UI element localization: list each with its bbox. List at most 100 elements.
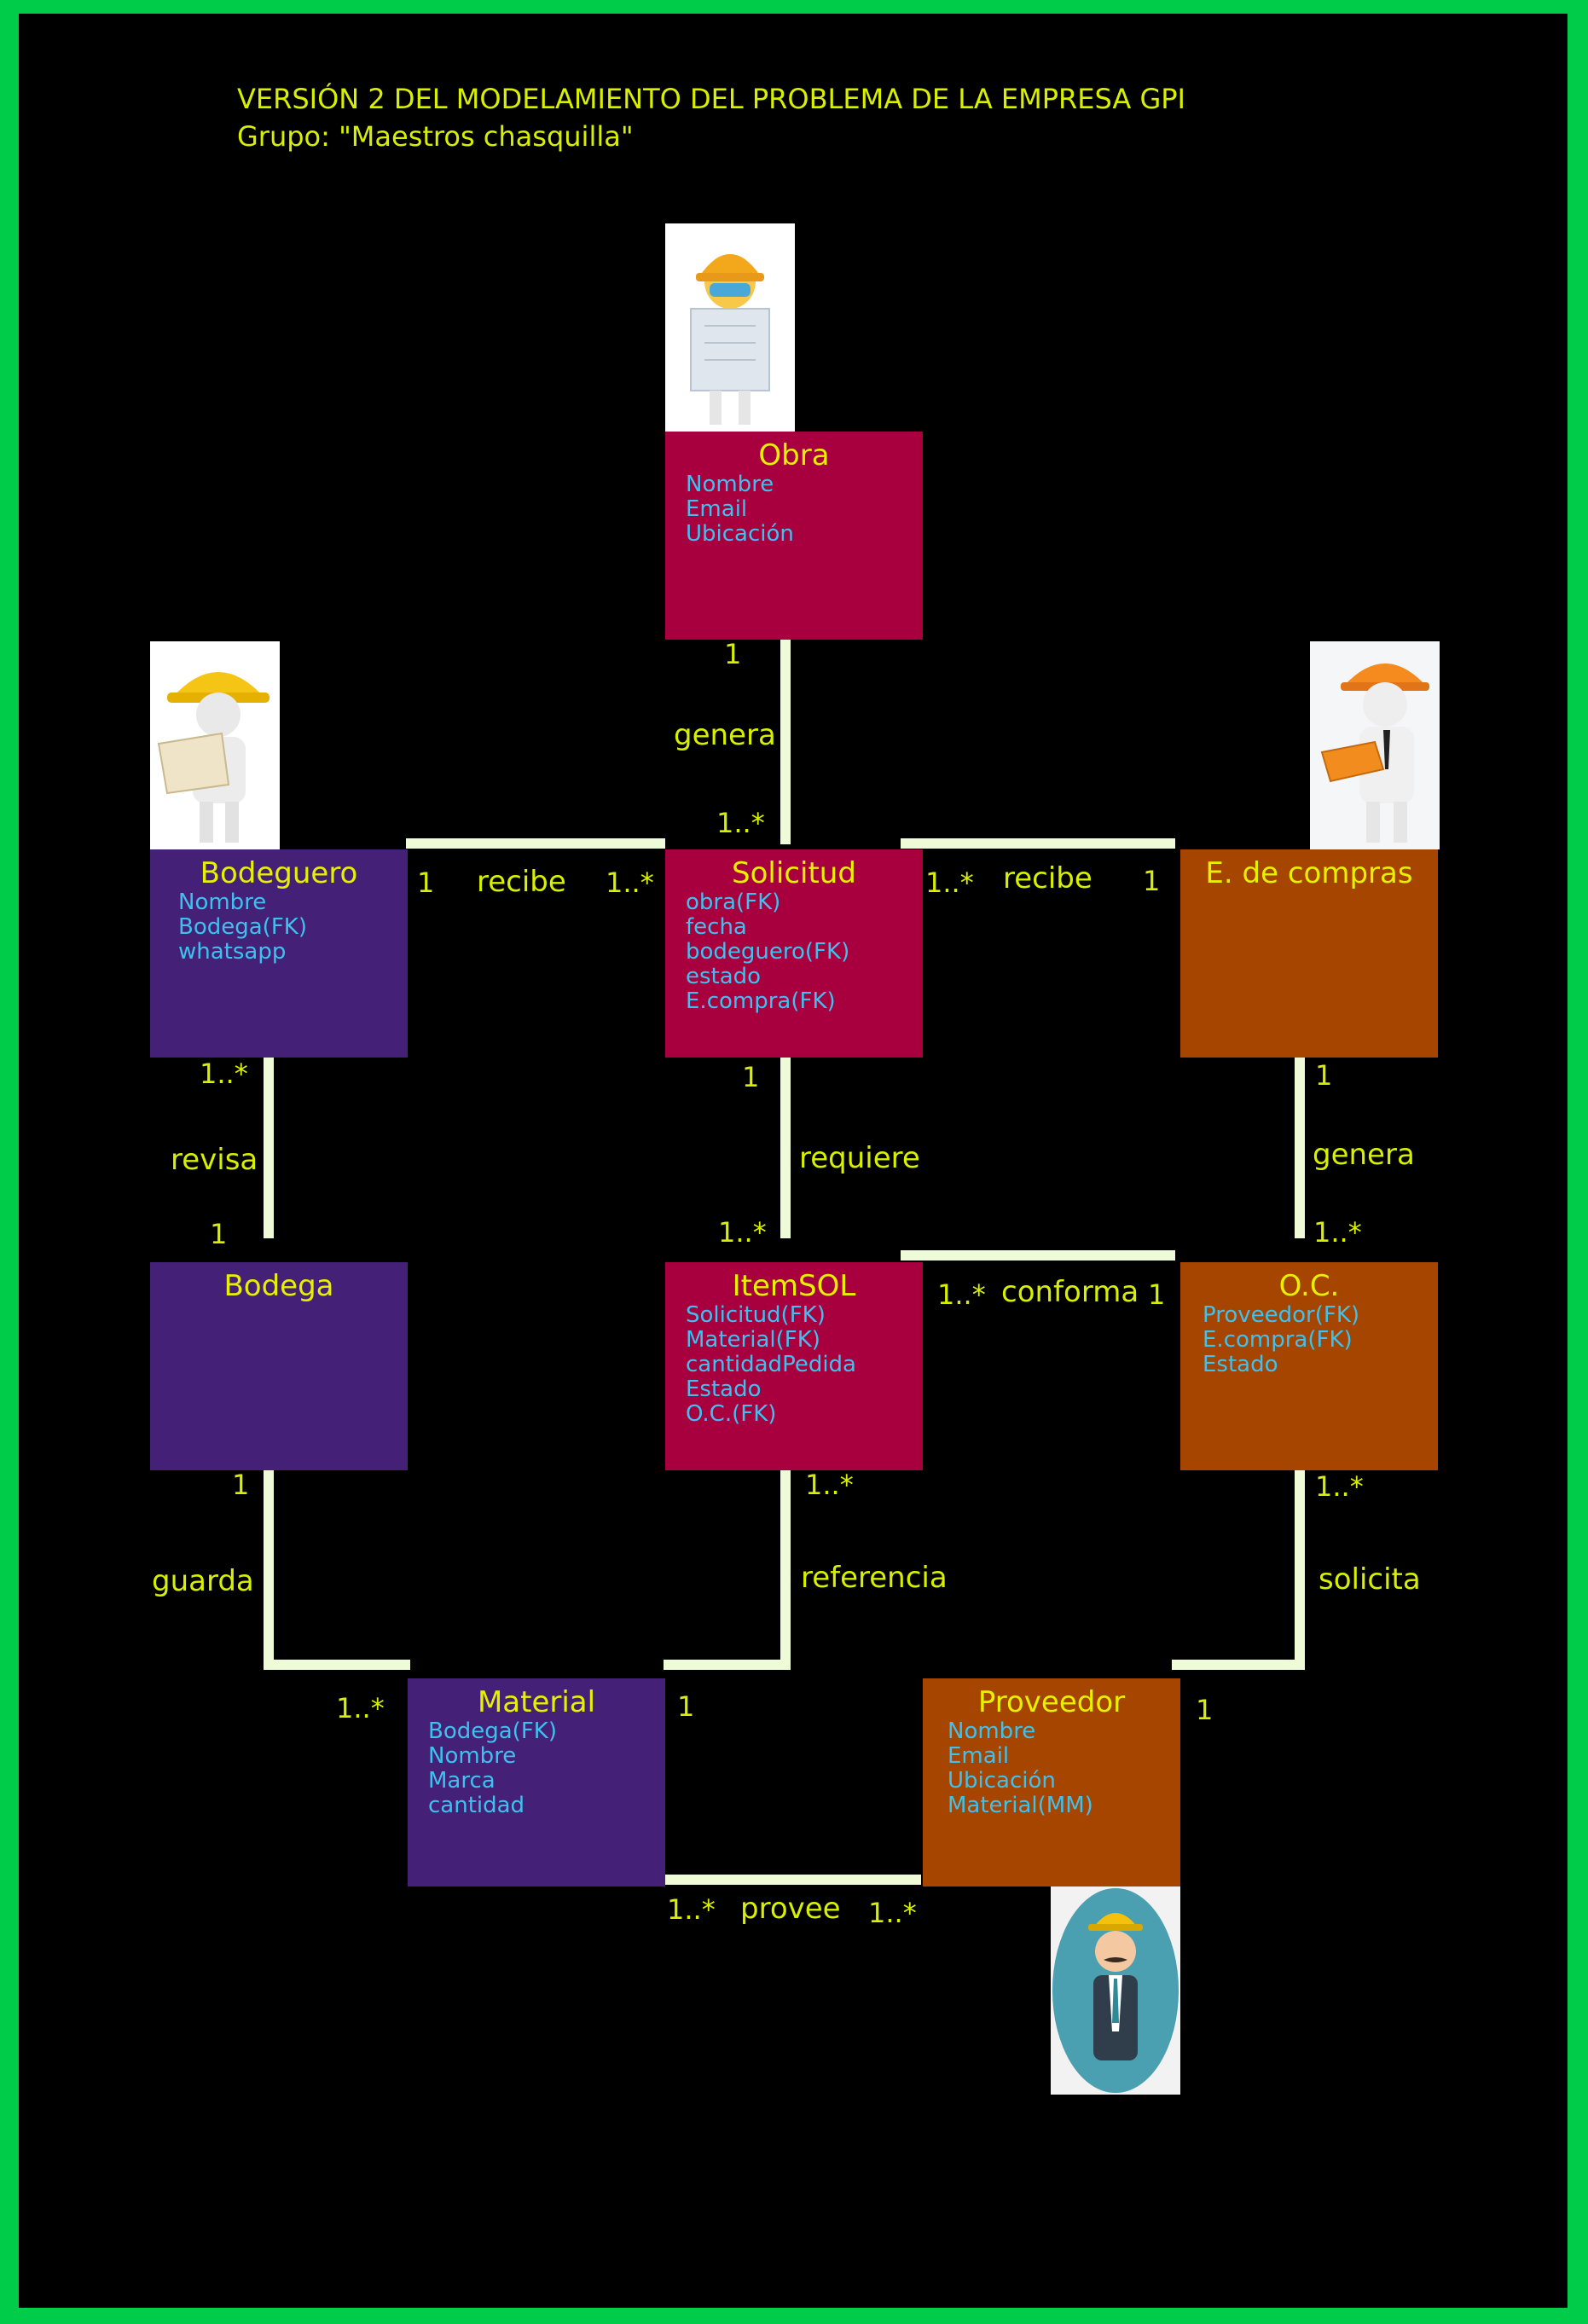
multiplicity: 1..* xyxy=(1313,1216,1362,1249)
relation-label: genera xyxy=(1313,1138,1415,1172)
attribute: Email xyxy=(686,496,748,522)
entity-name: E. de compras xyxy=(1205,856,1413,890)
entity-bodega[interactable]: Bodega xyxy=(150,1262,408,1470)
attribute: Email xyxy=(948,1743,1010,1769)
entity-bodeguero[interactable]: Bodeguero Nombre Bodega(FK) whatsapp xyxy=(150,849,408,1058)
multiplicity: 1..* xyxy=(1315,1470,1364,1503)
attribute: Proveedor(FK) xyxy=(1203,1302,1360,1328)
connector-solicitud-itemsol xyxy=(780,1030,791,1238)
attribute: fecha xyxy=(686,914,747,940)
attribute: Ubicación xyxy=(686,521,794,547)
relation-label: requiere xyxy=(799,1141,920,1175)
attribute: Nombre xyxy=(178,890,267,915)
attribute: whatsapp xyxy=(178,939,287,965)
purchaser-with-clipboard-icon xyxy=(1310,641,1440,849)
entity-material[interactable]: Material Bodega(FK) Nombre Marca cantida… xyxy=(408,1678,665,1886)
connector-solicitud-ecompras xyxy=(901,838,1175,849)
attribute: Solicitud(FK) xyxy=(686,1302,826,1328)
multiplicity: 1..* xyxy=(718,1216,767,1249)
entity-ecompras[interactable]: E. de compras xyxy=(1180,849,1438,1058)
relation-label: conforma xyxy=(1001,1275,1139,1309)
attribute: Bodega(FK) xyxy=(428,1718,557,1744)
relation-label: genera xyxy=(674,718,776,752)
multiplicity: 1 xyxy=(1148,1278,1166,1311)
attribute: Estado xyxy=(686,1376,762,1402)
entity-name: Bodeguero xyxy=(200,856,358,890)
connector-material-proveedor xyxy=(664,1875,921,1885)
attribute: Bodega(FK) xyxy=(178,914,307,940)
multiplicity: 1 xyxy=(232,1469,250,1501)
attribute: estado xyxy=(686,964,762,989)
connector-bodeguero-solicitud xyxy=(406,838,665,849)
attribute: bodeguero(FK) xyxy=(686,939,850,965)
multiplicity: 1 xyxy=(417,866,435,899)
connector-ecompras-oc xyxy=(1295,1030,1305,1238)
multiplicity: 1 xyxy=(677,1690,695,1723)
entity-name: ItemSOL xyxy=(732,1269,856,1303)
multiplicity: 1..* xyxy=(716,807,765,839)
entity-oc[interactable]: O.C. Proveedor(FK) E.compra(FK) Estado xyxy=(1180,1262,1438,1470)
group-name: Grupo: "Maestros chasquilla" xyxy=(237,120,634,153)
multiplicity: 1 xyxy=(1196,1694,1214,1726)
multiplicity: 1..* xyxy=(336,1692,385,1724)
multiplicity: 1..* xyxy=(667,1893,716,1926)
attribute: Nombre xyxy=(428,1743,517,1769)
connector-oc-proveedor-h xyxy=(1172,1660,1305,1670)
supplier-avatar-icon xyxy=(1051,1886,1180,2095)
attribute: cantidad xyxy=(428,1793,525,1818)
attribute: Marca xyxy=(428,1768,496,1794)
multiplicity: 1 xyxy=(1315,1059,1333,1092)
connector-bodeguero-bodega xyxy=(264,1030,274,1238)
entity-name: Proveedor xyxy=(977,1685,1126,1719)
attribute: Material(MM) xyxy=(948,1793,1093,1818)
diagram-title: VERSIÓN 2 DEL MODELAMIENTO DEL PROBLEMA … xyxy=(237,83,1185,115)
relation-label: solicita xyxy=(1319,1562,1421,1597)
multiplicity: 1..* xyxy=(937,1278,986,1311)
multiplicity: 1 xyxy=(724,638,742,670)
relation-label: recibe xyxy=(1003,861,1092,895)
entity-name: Bodega xyxy=(223,1269,334,1303)
entity-proveedor[interactable]: Proveedor Nombre Email Ubicación Materia… xyxy=(923,1678,1180,1886)
connector-oc-proveedor-v xyxy=(1295,1443,1305,1670)
attribute: Ubicación xyxy=(948,1768,1056,1794)
relation-label: referencia xyxy=(801,1561,948,1595)
connector-obra-solicitud xyxy=(780,640,791,844)
connector-bodega-material-h xyxy=(264,1660,410,1670)
relation-label: recibe xyxy=(477,865,566,899)
attribute: E.compra(FK) xyxy=(686,988,836,1014)
attribute: obra(FK) xyxy=(686,890,781,915)
attribute: cantidadPedida xyxy=(686,1352,856,1377)
entity-name: Obra xyxy=(758,438,830,472)
entity-solicitud[interactable]: Solicitud obra(FK) fecha bodeguero(FK) e… xyxy=(665,849,923,1058)
connector-bodega-material-v xyxy=(264,1443,274,1670)
entity-itemsol[interactable]: ItemSOL Solicitud(FK) Material(FK) canti… xyxy=(665,1262,923,1470)
attribute: Material(FK) xyxy=(686,1327,820,1353)
entity-name: O.C. xyxy=(1278,1269,1340,1303)
entity-name: Material xyxy=(477,1685,596,1719)
engineer-with-blueprint-icon xyxy=(665,223,795,432)
multiplicity: 1..* xyxy=(805,1469,854,1501)
relation-label: revisa xyxy=(171,1143,258,1177)
attribute-list: Nombre Email Ubicación Material(MM) xyxy=(923,1719,1180,1818)
attribute: O.C.(FK) xyxy=(686,1401,777,1427)
diagram-canvas: VERSIÓN 2 DEL MODELAMIENTO DEL PROBLEMA … xyxy=(19,14,1568,2308)
multiplicity: 1..* xyxy=(925,866,974,899)
multiplicity: 1 xyxy=(210,1218,228,1250)
attribute: Nombre xyxy=(948,1718,1036,1744)
multiplicity: 1..* xyxy=(868,1897,917,1929)
connector-itemsol-oc xyxy=(901,1250,1175,1261)
attribute: Estado xyxy=(1203,1352,1278,1377)
multiplicity: 1 xyxy=(1143,865,1161,897)
connector-itemsol-material-h xyxy=(664,1660,791,1670)
attribute-list: Proveedor(FK) E.compra(FK) Estado xyxy=(1180,1303,1438,1377)
entity-obra[interactable]: Obra Nombre Email Ubicación xyxy=(665,432,923,640)
multiplicity: 1 xyxy=(742,1061,760,1093)
attribute-list: Solicitud(FK) Material(FK) cantidadPedid… xyxy=(665,1303,923,1427)
relation-label: provee xyxy=(740,1892,841,1926)
attribute-list: Nombre Email Ubicación xyxy=(665,472,923,547)
worker-reading-plan-icon xyxy=(150,641,280,849)
attribute: Nombre xyxy=(686,472,774,497)
attribute-list: Bodega(FK) Nombre Marca cantidad xyxy=(408,1719,665,1818)
connector-itemsol-material-v xyxy=(780,1443,791,1670)
entity-name: Solicitud xyxy=(732,856,856,890)
